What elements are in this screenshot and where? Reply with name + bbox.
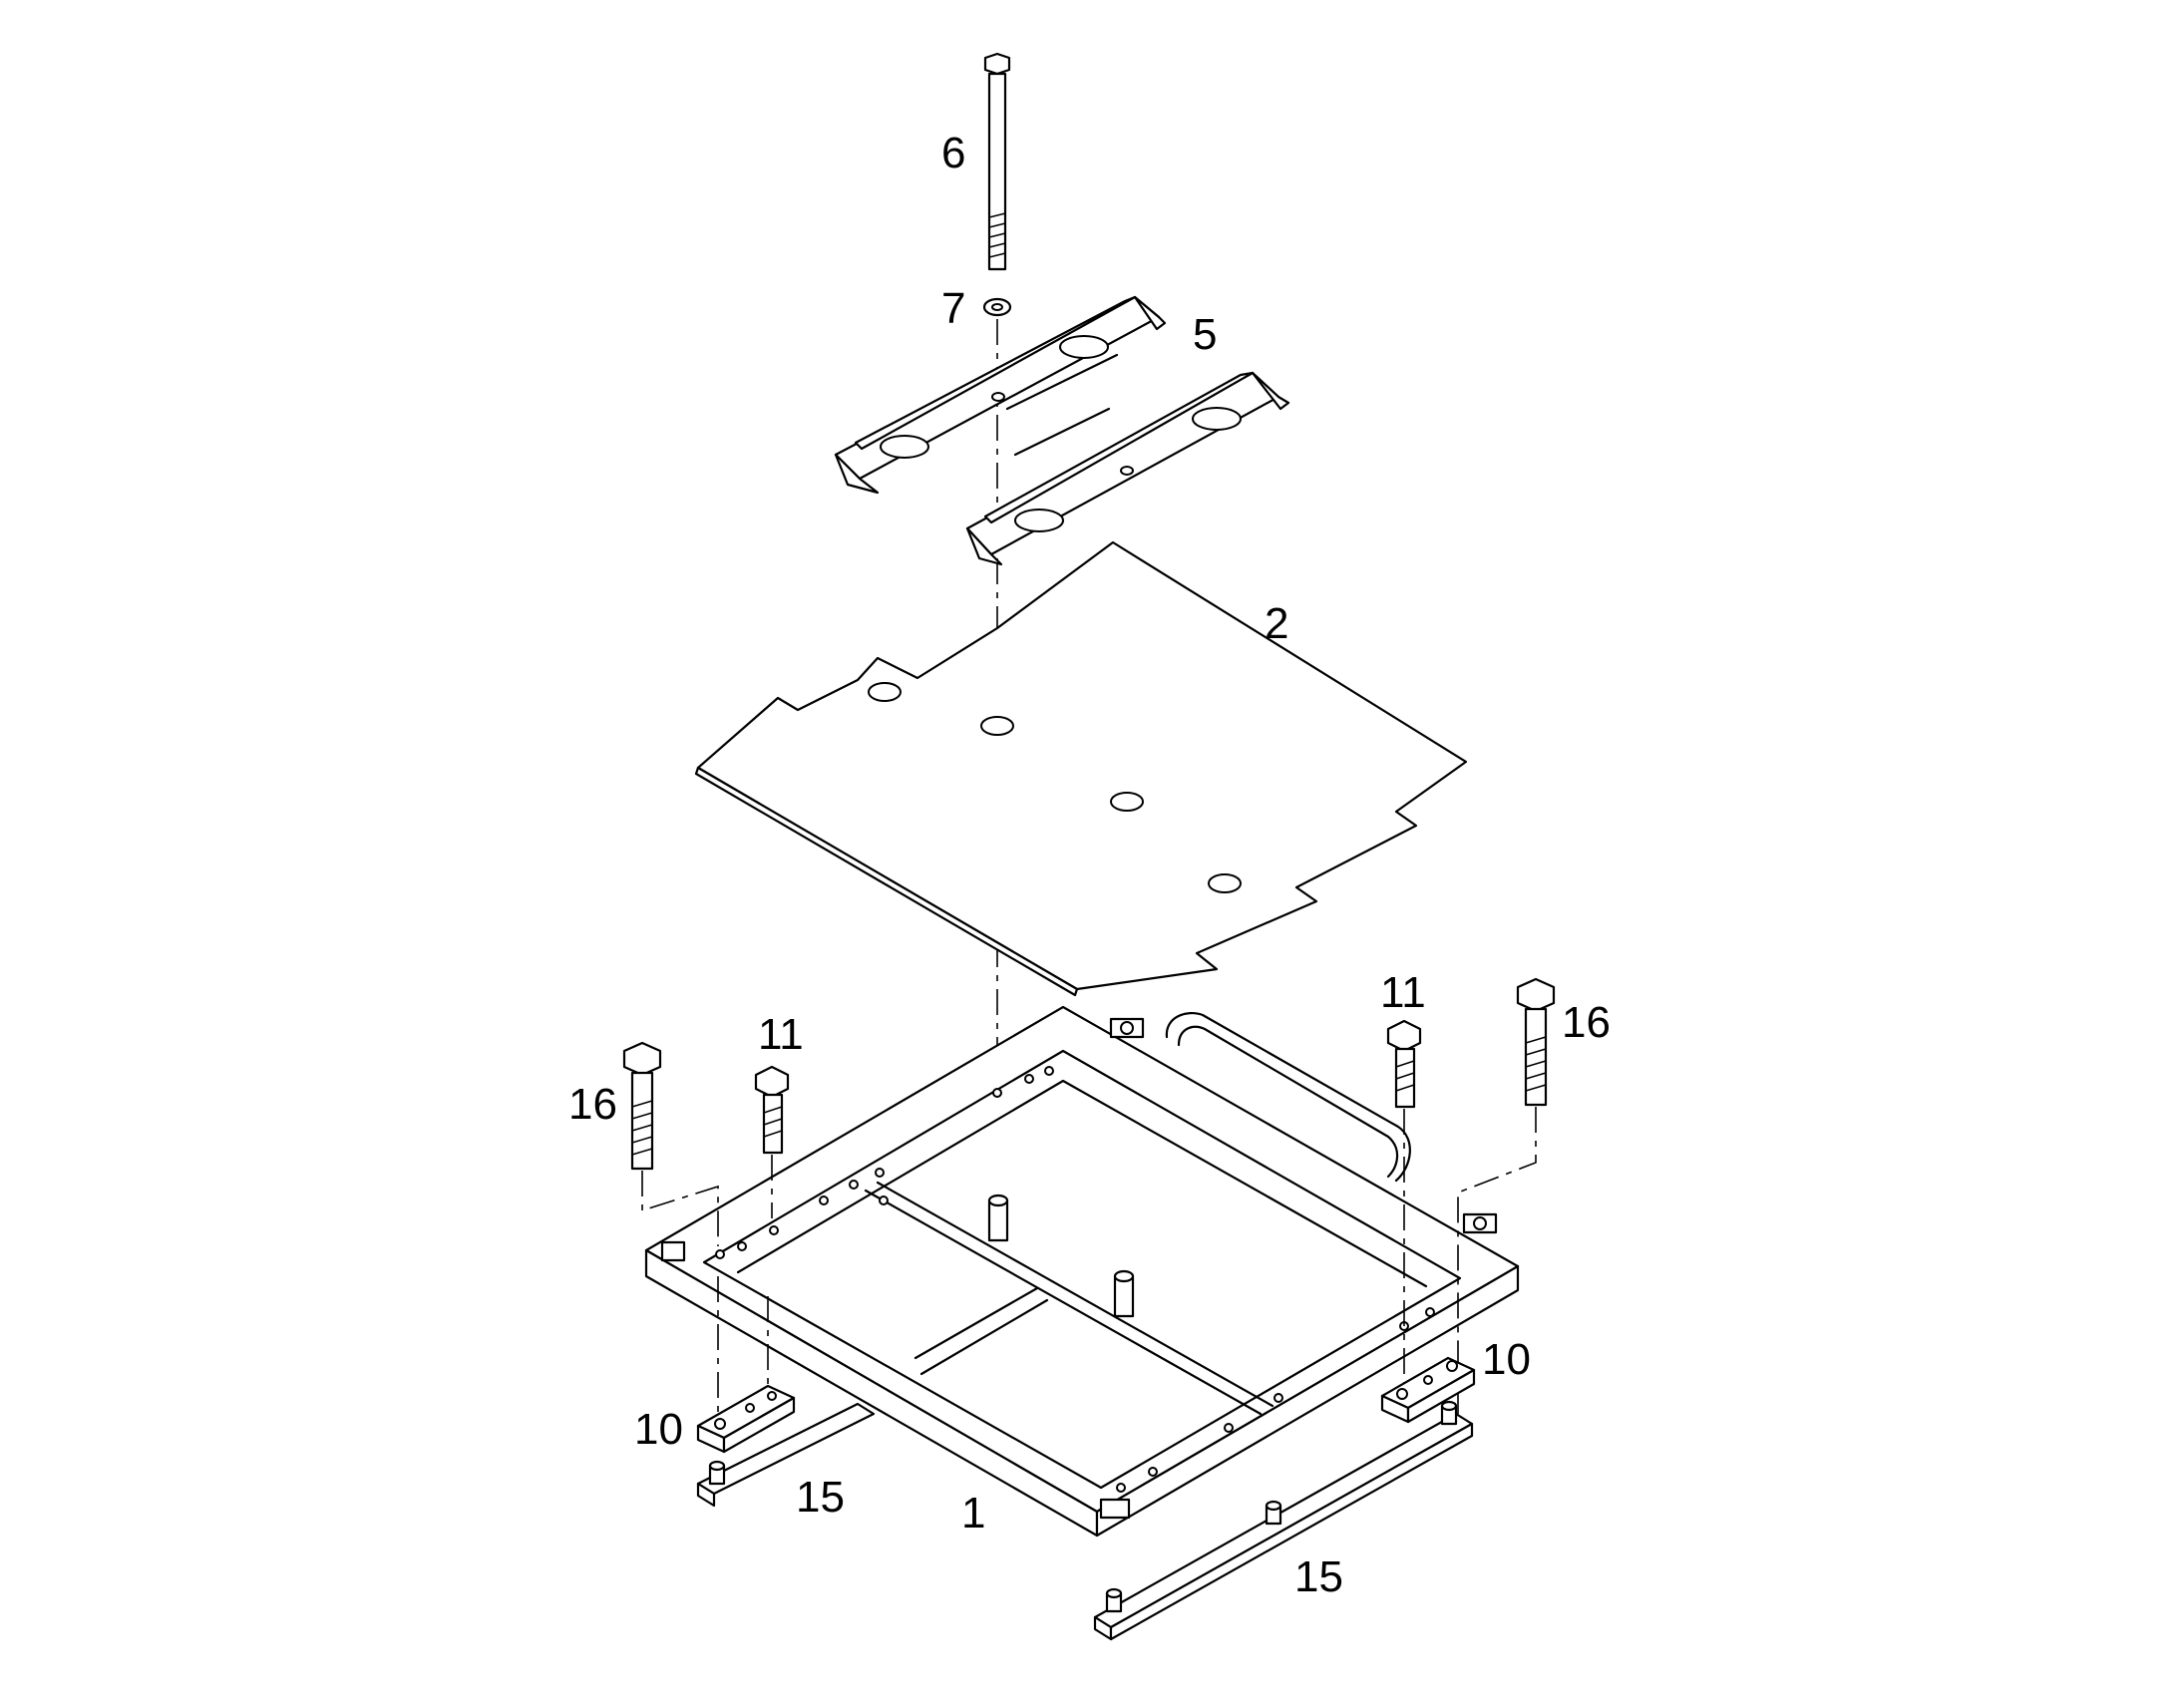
callout-6: 6 bbox=[941, 129, 965, 177]
callout-16-right: 16 bbox=[1562, 998, 1611, 1047]
small-bolt-right-part-11 bbox=[1386, 1019, 1422, 1109]
callout-5: 5 bbox=[1193, 310, 1217, 359]
strip-right-part-15 bbox=[1093, 1400, 1474, 1641]
washer-part-7 bbox=[982, 297, 1012, 317]
small-bolt-left-part-11 bbox=[754, 1065, 790, 1155]
large-bolt-right-part-16 bbox=[1516, 977, 1556, 1107]
callout-7: 7 bbox=[941, 284, 965, 333]
clamp-left-part-10 bbox=[696, 1384, 796, 1454]
clamp-right-part-10 bbox=[1380, 1356, 1476, 1424]
callout-15-right: 15 bbox=[1294, 1552, 1343, 1601]
large-bolt-left-part-16 bbox=[622, 1041, 662, 1171]
callout-2: 2 bbox=[1265, 599, 1288, 648]
callout-labels: 6 7 5 2 11 16 11 16 10 10 15 1 15 bbox=[568, 129, 1611, 1601]
callout-10-right: 10 bbox=[1482, 1335, 1531, 1384]
callout-15-left: 15 bbox=[796, 1473, 845, 1522]
callout-11-right: 11 bbox=[1380, 968, 1426, 1017]
callout-16-left: 16 bbox=[568, 1080, 617, 1129]
strip-left-part-15 bbox=[696, 1402, 876, 1508]
long-bolt-part-6 bbox=[983, 52, 1011, 271]
callout-11-left: 11 bbox=[758, 1010, 804, 1059]
callout-10-left: 10 bbox=[634, 1405, 683, 1454]
plate-part-2 bbox=[694, 540, 1468, 997]
callout-1: 1 bbox=[961, 1489, 985, 1537]
assembly-lines bbox=[641, 1107, 1537, 1416]
frame-part-1 bbox=[644, 1005, 1520, 1537]
rails-part-5 bbox=[834, 295, 1290, 566]
